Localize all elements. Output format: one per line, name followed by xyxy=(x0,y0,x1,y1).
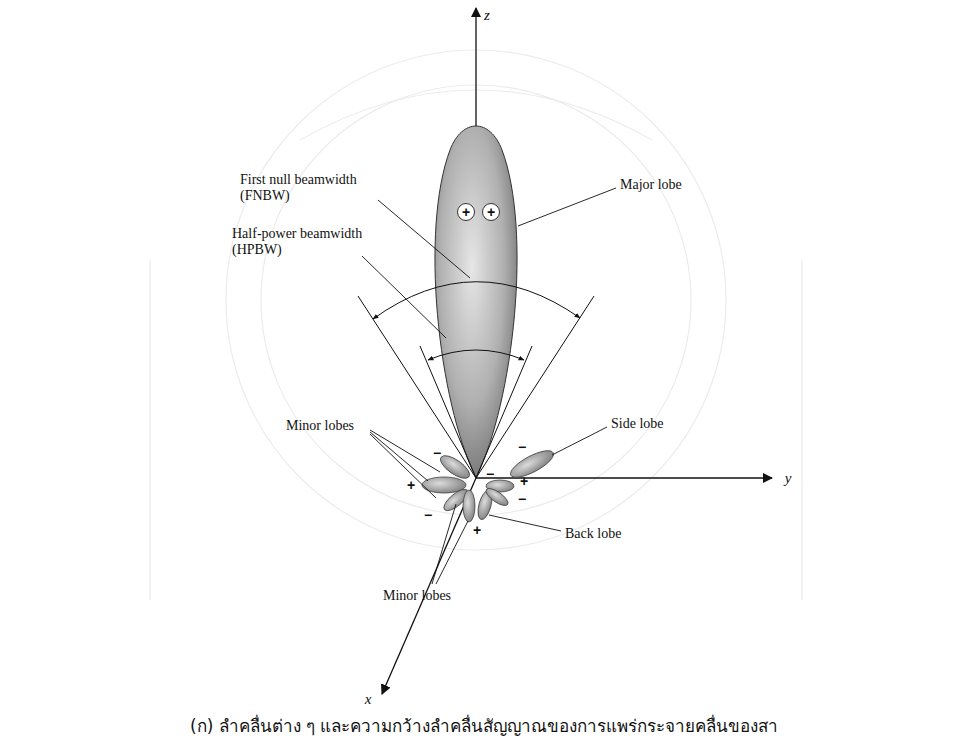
axis-label: x xyxy=(365,691,372,708)
polarity-sign: − xyxy=(518,492,526,506)
polarity-sign: + xyxy=(473,523,481,537)
polarity-sign: + xyxy=(520,474,528,488)
callout-text: Side lobe xyxy=(611,416,664,432)
axis-label: z xyxy=(484,7,490,24)
polarity-sign: − xyxy=(433,446,441,460)
polarity-sign: − xyxy=(424,508,432,522)
polarity-sign: − xyxy=(518,440,526,454)
axis-label: y xyxy=(785,470,792,487)
polarity-sign: + xyxy=(407,478,415,492)
callout-text: Half-power beamwidth (HPBW) xyxy=(232,226,364,258)
polarity-sign: − xyxy=(486,467,494,481)
figure-caption: (ก) ลำคลื่นต่าง ๆ และความกว้างลำคลื่นสัญ… xyxy=(190,712,778,739)
callout-text: Minor lobes xyxy=(286,418,354,434)
callout-text: Major lobe xyxy=(620,177,682,193)
polarity-sign: + xyxy=(457,203,475,221)
polarity-sign: + xyxy=(482,203,500,221)
callout-text: Minor lobes xyxy=(383,588,451,604)
callout-text: Back lobe xyxy=(565,526,621,542)
callout-text: First null beamwidth (FNBW) xyxy=(240,172,378,204)
